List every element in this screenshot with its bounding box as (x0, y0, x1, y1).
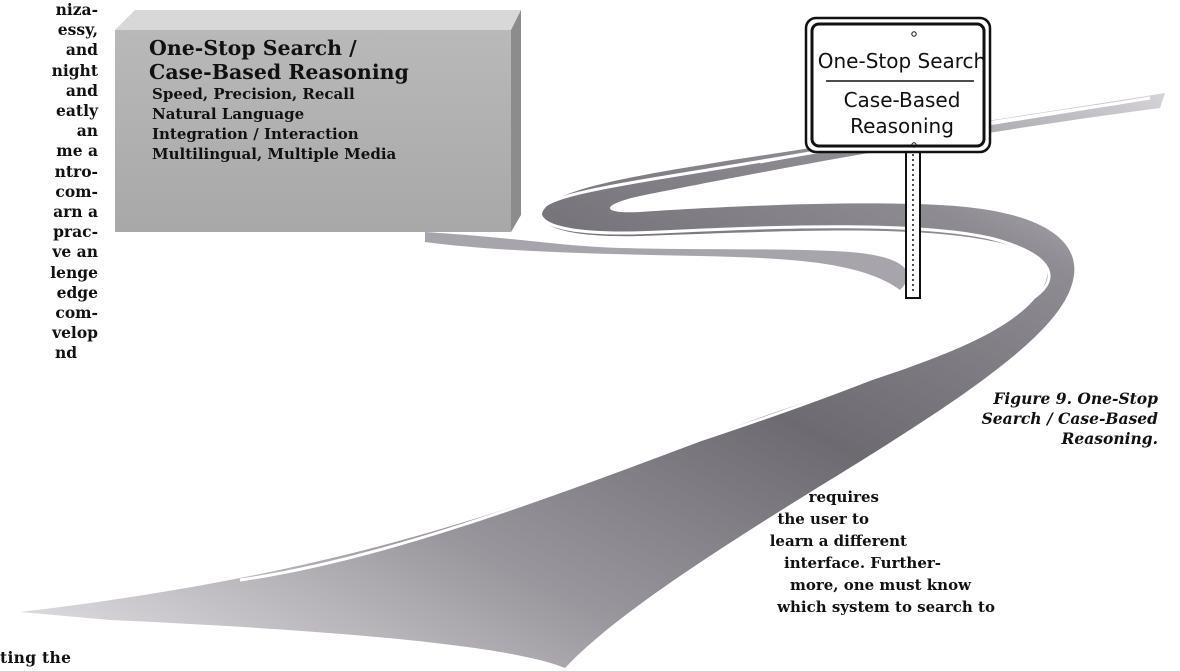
text-line: interface. Further- (784, 554, 941, 572)
signpost (905, 149, 921, 299)
text-line: edge (56, 282, 98, 302)
callout-item: Integration / Interaction (152, 125, 359, 143)
text-line: com- (55, 303, 98, 323)
sign-line-3: Reasoning (850, 114, 954, 138)
text-line: and (65, 80, 98, 100)
text-line: me a (56, 141, 98, 161)
callout-item: Natural Language (152, 105, 305, 123)
sign-line-1: One-Stop Search (818, 49, 986, 73)
text-line: ve an (52, 242, 98, 262)
text-line: prac- (53, 222, 98, 242)
road-sign: One-Stop Search Case-Based Reasoning (804, 16, 992, 154)
bottom-right-text: requires the user to learn a different i… (550, 486, 995, 618)
callout-item: Speed, Precision, Recall (152, 85, 355, 103)
callout-box (115, 10, 521, 232)
text-line: ntro- (54, 161, 98, 181)
text-line: the user to (777, 510, 869, 528)
caption-line-2: Search / Case-Based (981, 409, 1158, 428)
caption-line-3: Reasoning. (1061, 429, 1158, 448)
lane-marking (239, 96, 1151, 582)
text-line: eatly (56, 101, 98, 121)
caption-line-1: Figure 9. One-Stop (928, 389, 1158, 409)
text-line: night (51, 60, 98, 80)
text-line: arn a (53, 202, 98, 222)
text-line: lenge (50, 262, 98, 282)
sign-line-2: Case-Based (844, 88, 961, 112)
road-surface (20, 93, 1165, 668)
callout-item: Multilingual, Multiple Media (152, 145, 397, 163)
text-line: requires (808, 488, 879, 506)
callout-title-line-1: One-Stop Search / (149, 36, 357, 60)
text-line: an (76, 121, 98, 141)
caption-label: Figure 9. (993, 389, 1072, 408)
text-line: learn a different (769, 532, 907, 550)
text-line: more, one must know (789, 576, 971, 594)
figure-caption: Figure 9. One-Stop Search / Case-Based R… (928, 389, 1158, 449)
road-shoulder (425, 232, 908, 290)
road-stud (983, 325, 987, 329)
text-line: which system to search to (777, 598, 995, 616)
text-line: nd (55, 343, 78, 363)
text-line: velop (52, 323, 98, 343)
text-line: and (65, 40, 98, 60)
callout-title-line-2: Case-Based Reasoning (149, 60, 409, 84)
text-line: niza- (55, 0, 98, 19)
caption-title-part-1: One-Stop (1077, 389, 1158, 408)
left-text-column: niza- essy, and night and eatly an me a … (0, 0, 98, 364)
callout-box-text: One-Stop Search / Case-Based Reasoning S… (149, 36, 509, 164)
text-line: com- (55, 181, 98, 201)
left-bottom-fragment: ting the (0, 648, 72, 667)
text-line: essy, (57, 20, 98, 40)
